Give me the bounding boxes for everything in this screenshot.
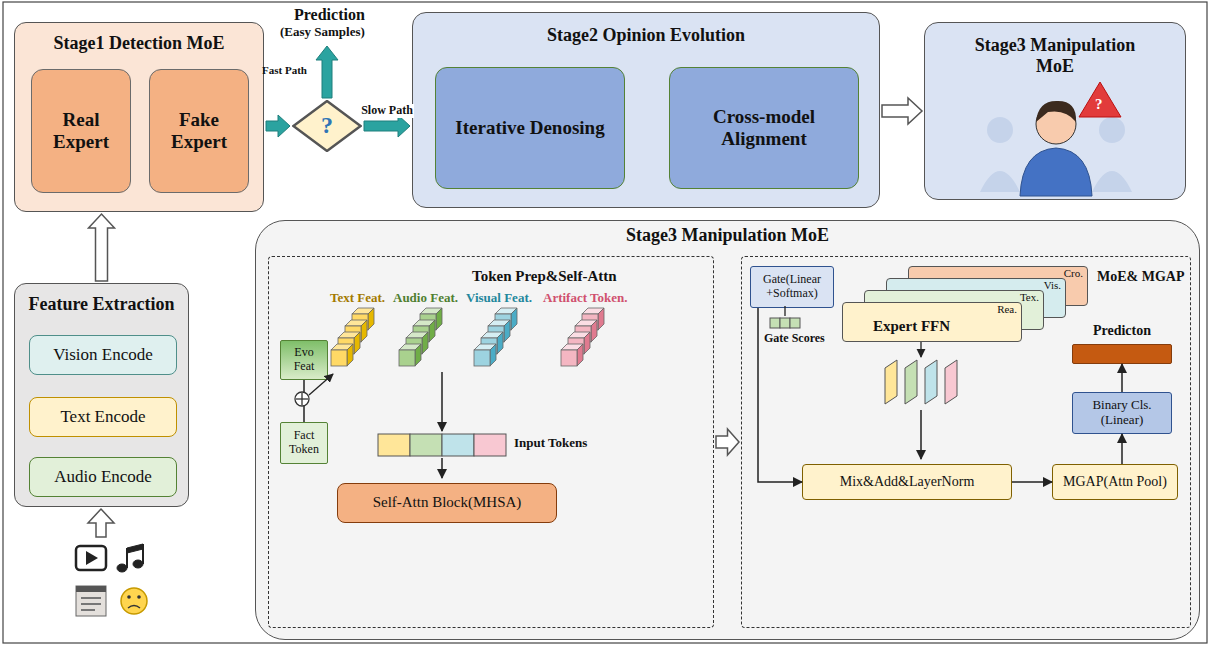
- output-title: Prediction: [294, 6, 365, 24]
- expert-output-tokens: [885, 360, 957, 404]
- node-heading: Rea.: [997, 303, 1017, 316]
- node-text: Text Encode: [60, 407, 145, 427]
- connector-line: [1012, 481, 1052, 483]
- dashed-group: Gate(Linear +Softmax) Cro.Vis. Tex.Rea. Exp…: [741, 256, 1191, 628]
- connector-line: [303, 380, 305, 422]
- add-symbol: [295, 392, 309, 406]
- node-heading: Stage1 Detection MoE: [15, 33, 263, 54]
- node-text: Vision Encode: [53, 345, 153, 365]
- feature-box: Evo Feat: [280, 340, 328, 380]
- node-text: Binary Cls.(Linear): [1079, 398, 1165, 428]
- prediction-bar: Predicton: [1072, 344, 1172, 364]
- film-icon: [76, 586, 106, 616]
- flow-arrow: [920, 342, 921, 357]
- encoder-box: Vision Encode: [29, 335, 177, 375]
- node-heading: Feature Extraction: [15, 294, 188, 315]
- connector-layer: [89, 98, 1123, 482]
- illustration-layer: [3, 2, 1207, 643]
- node-text: ?: [321, 112, 333, 140]
- block-arrow: [882, 98, 922, 124]
- video-icon: [76, 546, 106, 570]
- stage-panel: Stage3 Manipulation MoE: [924, 22, 1186, 200]
- path-label: Fast Path: [262, 64, 307, 77]
- node-text: Mix&Add&LayerNorm: [840, 474, 975, 490]
- flow-arrow: [441, 372, 443, 431]
- block-arrow: [89, 214, 115, 281]
- node-text: Iterative Denosing: [455, 117, 604, 139]
- stage-panel: Real Expert Fake Expert Stage1 Detection M…: [14, 22, 264, 212]
- block-arrow: [716, 429, 739, 455]
- node-text: Evo Feat: [287, 346, 321, 374]
- node-heading: Vis.: [1044, 279, 1061, 292]
- process-box: Iterative Denosing: [435, 67, 625, 189]
- gate-score-cells: [770, 318, 800, 328]
- detail-panel: Evo FeatFact TokenSelf-Attn Block(MHSA) T…: [255, 220, 1200, 640]
- decision-diamond: ?: [292, 100, 362, 152]
- person-figure: [1020, 101, 1092, 196]
- node-text: Fake Expert: [156, 109, 242, 153]
- gate-line: [784, 306, 785, 316]
- encoder-box: Text Encode: [29, 397, 177, 437]
- node-text: Real Expert: [38, 109, 124, 153]
- node-text: MGAP(Attn Pool): [1063, 474, 1167, 490]
- node-text: Cross-model Alignment: [676, 106, 852, 150]
- output-note: (Easy Samples): [280, 25, 365, 40]
- token-label: Text Feat.: [330, 291, 385, 306]
- expert-box: Fake Expert: [149, 69, 249, 193]
- fast-path-arrow: [316, 46, 338, 98]
- emoji-icon: [121, 588, 147, 614]
- feature-box: Fact Token: [280, 422, 328, 464]
- block-arrow: [364, 115, 410, 137]
- token-label: Visual Feat.: [466, 291, 532, 306]
- node-heading: Token Prep&Self-Attn: [472, 268, 617, 285]
- dashed-group: Evo FeatFact TokenSelf-Attn Block(MHSA) T…: [268, 256, 714, 628]
- feature-cubes: [331, 308, 604, 366]
- warning-mark: ?: [1095, 96, 1103, 113]
- strip-label: Input Tokens: [514, 436, 587, 451]
- input-token-strip: [378, 434, 506, 456]
- stage-panel: Vision EncodeText EncodeAudio Encode Feat…: [14, 283, 189, 507]
- node-heading: Stage3 Manipulation MoE: [965, 35, 1145, 76]
- node-heading: Stage2 Opinion Evolution: [413, 25, 879, 46]
- stage-panel: Iterative Denosing Cross-model Alignment S…: [412, 12, 880, 208]
- edge-label: Slow Path: [360, 104, 414, 118]
- node-heading: Predicton: [1063, 323, 1181, 339]
- node-text: Self-Attn Block(MHSA): [373, 494, 522, 511]
- expert-box: Real Expert: [31, 69, 131, 193]
- input-arrow: [88, 509, 114, 537]
- attention-block: Self-Attn Block(MHSA): [337, 483, 557, 523]
- process-box: Cross-model Alignment: [669, 67, 859, 189]
- block-arrow: [266, 115, 290, 137]
- node-text: Fact Token: [287, 429, 321, 457]
- flow-arrow: [920, 410, 922, 459]
- fuse-arrow: [309, 374, 333, 395]
- connector-line: [1121, 434, 1123, 464]
- classifier-box: Binary Cls.(Linear): [1072, 392, 1172, 434]
- process-box: Mix&Add&LayerNorm: [802, 464, 1012, 500]
- expert-card: Rea. Expert FFN: [842, 302, 1022, 342]
- node-heading: MoE& MGAP: [1097, 269, 1184, 285]
- connector-line: [1121, 364, 1123, 392]
- warning-triangle: [1079, 82, 1121, 117]
- token-label: Artifact Token.: [543, 291, 628, 306]
- node-heading: Stage3 Manipulation MoE: [256, 225, 1199, 246]
- crowd-figure: [980, 117, 1132, 192]
- gate-label: Gate Scores: [764, 332, 825, 346]
- node-text: Audio Encode: [54, 467, 152, 487]
- flow-arrow: [441, 458, 443, 478]
- process-box: MGAP(Attn Pool): [1052, 464, 1178, 500]
- node-heading: Cro.: [1064, 267, 1083, 280]
- node-text: Gate(Linear +Softmax): [757, 273, 827, 301]
- page-frame: [3, 2, 1207, 643]
- node-heading: Expert FFN: [873, 318, 950, 335]
- connector-line: [758, 308, 802, 482]
- encoder-box: Audio Encode: [29, 457, 177, 497]
- music-icon: [117, 544, 143, 572]
- gate-box: Gate(Linear +Softmax): [750, 266, 834, 308]
- token-label: Audio Feat.: [393, 291, 458, 306]
- node-heading: Tex.: [1020, 291, 1039, 304]
